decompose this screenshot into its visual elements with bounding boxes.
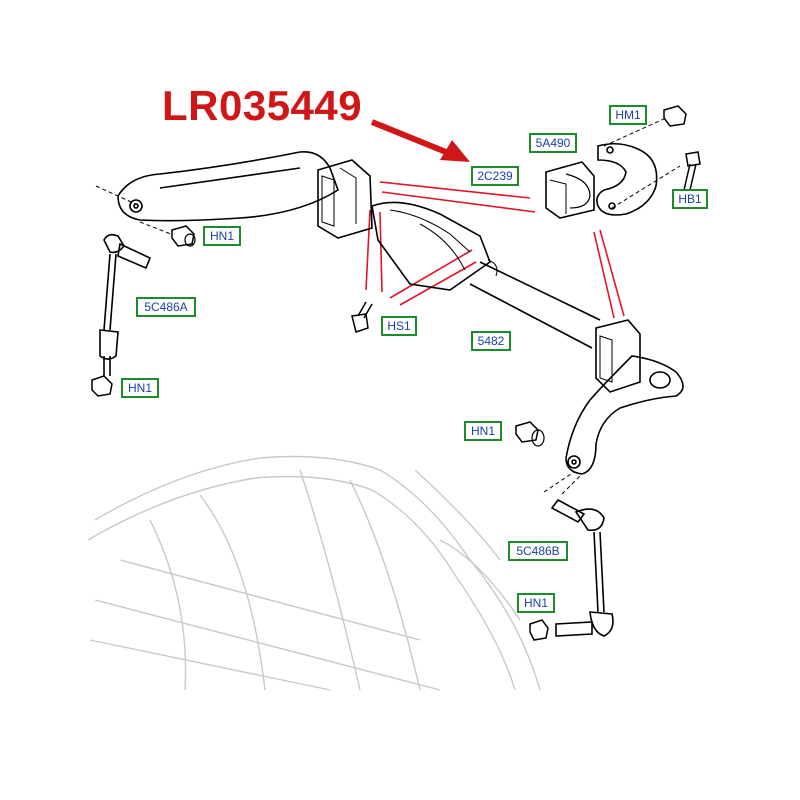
headline-part-number: LR035449	[162, 82, 363, 129]
stabilizer-link-left	[99, 233, 152, 376]
nut-washers	[184, 233, 545, 447]
vehicle-body-outline	[87, 455, 541, 691]
stabilizer-bar	[117, 151, 684, 475]
label-5a490[interactable]: 5A490	[529, 133, 577, 153]
label-5c486a[interactable]: 5C486A	[136, 297, 196, 317]
label-2c239[interactable]: 2C239	[471, 166, 519, 186]
label-hn1-top[interactable]: HN1	[203, 226, 241, 246]
label-hn1-left[interactable]: HN1	[121, 378, 159, 398]
bracket-5a490	[596, 142, 658, 216]
stabilizer-link-right	[550, 498, 614, 637]
label-hn1-mid[interactable]: HN1	[464, 421, 502, 441]
nut-icon	[91, 105, 687, 641]
bolt-icon	[351, 151, 701, 333]
label-5c486b[interactable]: 5C486B	[508, 541, 568, 561]
label-hb1[interactable]: HB1	[672, 189, 708, 209]
bushing-icon	[545, 161, 595, 219]
arrow-icon	[370, 119, 470, 162]
label-hm1[interactable]: HM1	[609, 105, 647, 125]
label-5482[interactable]: 5482	[471, 331, 511, 351]
label-hn1-bottom[interactable]: HN1	[517, 593, 555, 613]
label-hs1[interactable]: HS1	[381, 316, 417, 336]
leader-lines	[95, 117, 681, 495]
